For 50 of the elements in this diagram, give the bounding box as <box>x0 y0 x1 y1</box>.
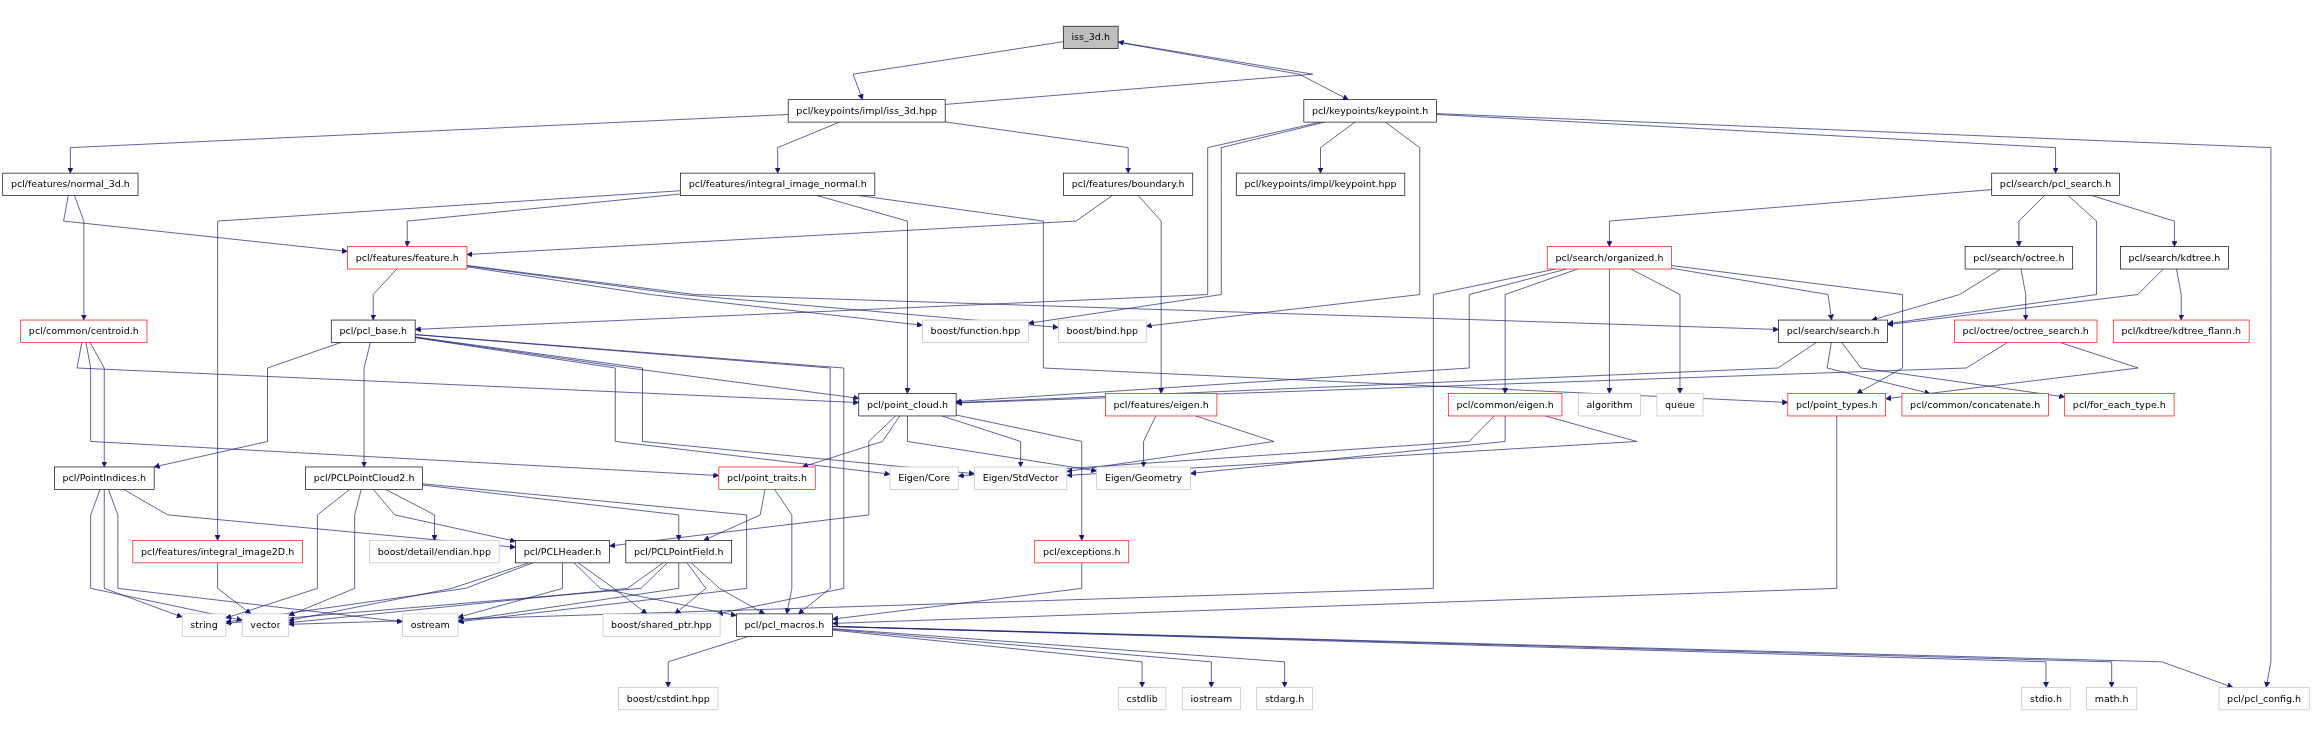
node-box: pcl/search/organized.h <box>1546 246 1672 270</box>
node-box: pcl/exceptions.h <box>1034 540 1130 564</box>
node-box: pcl/for_each_type.h <box>2064 393 2175 417</box>
node-box: pcl/kdtree/kdtree_flann.h <box>2112 319 2250 343</box>
node-box: pcl/PointIndices.h <box>54 466 155 490</box>
node-box: cstdlib <box>1117 687 1167 711</box>
node-box: pcl/features/feature.h <box>347 246 468 270</box>
node-box: pcl/PCLPointField.h <box>625 540 732 564</box>
node-box: pcl/search/kdtree.h <box>2120 246 2229 270</box>
node-box: iostream <box>1181 687 1241 711</box>
node-box: pcl/search/pcl_search.h <box>1991 172 2120 196</box>
node-box: Eigen/StdVector <box>974 466 1068 490</box>
node-box: stdio.h <box>2021 687 2071 711</box>
node-box: boost/bind.hpp <box>1058 319 1147 343</box>
node-box: math.h <box>2086 687 2138 711</box>
node-box: pcl/features/integral_image_normal.h <box>680 172 876 196</box>
node-box: Eigen/Core <box>889 466 959 490</box>
node-box: pcl/pcl_macros.h <box>736 613 833 637</box>
node-box: pcl/octree/octree_search.h <box>1954 319 2098 343</box>
node-box: boost/function.hpp <box>922 319 1029 343</box>
node-box: string <box>181 613 227 637</box>
node-box: boost/cstdint.hpp <box>618 687 719 711</box>
node-box: pcl/common/concatenate.h <box>1901 393 2049 417</box>
node-box: stdarg.h <box>1256 687 1313 711</box>
node-box: pcl/search/search.h <box>1778 319 1888 343</box>
node-box: pcl/features/integral_image2D.h <box>132 540 303 564</box>
node-box: pcl/common/eigen.h <box>1447 393 1563 417</box>
node-box: pcl/search/octree.h <box>1964 246 2074 270</box>
node-box: pcl/keypoints/impl/iss_3d.hpp <box>787 99 946 123</box>
node-box: vector <box>241 613 290 637</box>
node-box: pcl/common/centroid.h <box>20 319 148 343</box>
node-box: pcl/pcl_config.h <box>2218 687 2310 711</box>
node-box: pcl/PCLHeader.h <box>515 540 610 564</box>
node-box: pcl/keypoints/impl/keypoint.hpp <box>1235 172 1406 196</box>
node-box: boost/shared_ptr.hpp <box>602 613 721 637</box>
node-box: pcl/keypoints/keypoint.h <box>1303 99 1437 123</box>
node-box: Eigen/Geometry <box>1096 466 1191 490</box>
node-box: pcl/point_cloud.h <box>858 393 957 417</box>
node-box: algorithm <box>1577 393 1641 417</box>
node-box: pcl/point_types.h <box>1787 393 1886 417</box>
node-box: pcl/PCLPointCloud2.h <box>305 466 423 490</box>
node-box: pcl/features/boundary.h <box>1063 172 1194 196</box>
node-box: queue <box>1656 393 1704 417</box>
node-box: boost/detail/endian.hpp <box>369 540 500 564</box>
node-box: pcl/features/normal_3d.h <box>2 172 139 196</box>
node-box: pcl/pcl_base.h <box>330 319 416 343</box>
node-box: ostream <box>402 613 459 637</box>
node-box: pcl/point_traits.h <box>718 466 816 490</box>
node-box: pcl/features/eigen.h <box>1105 393 1218 417</box>
node-box: iss_3d.h <box>1062 25 1119 49</box>
